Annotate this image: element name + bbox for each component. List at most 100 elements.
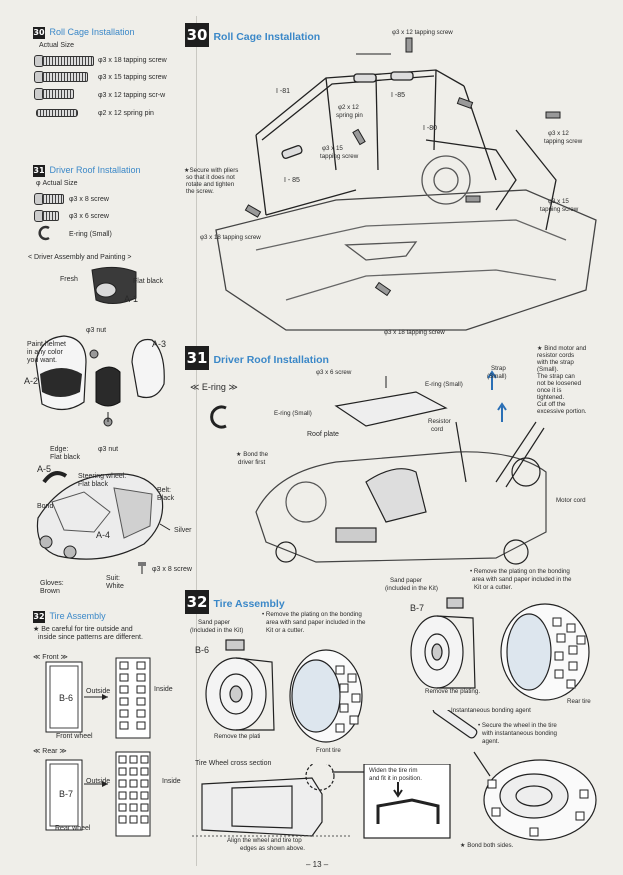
remove-note-2a: • Remove the plating on the bonding xyxy=(470,568,570,575)
spring-pin-label-2: spring pin xyxy=(336,112,363,119)
bind-note-line: The strap can xyxy=(537,373,575,380)
rear-wheel-diagram xyxy=(45,751,151,837)
part-a4-label: A-4 xyxy=(96,530,111,540)
bind-note-line: resistor cords xyxy=(537,352,575,359)
ts12-top-label: φ3 x 12 tapping screw xyxy=(392,29,453,36)
remove-note-1b: area with sand paper included in the xyxy=(266,619,366,626)
removing-label: Remove the plating. xyxy=(425,688,481,695)
paint-helmet-1: Paint helmet xyxy=(27,341,66,348)
section-title: Tire Assembly xyxy=(213,598,285,610)
roll-cage-illustration xyxy=(215,37,597,331)
ering-small-left: E-ring (Small) xyxy=(274,410,312,417)
sand2-label-2: (included in the Kit) xyxy=(385,585,438,592)
remove-note-2c: Kit or a cutter. xyxy=(474,584,513,591)
screw-8-label: φ3 x 8 screw xyxy=(152,566,192,573)
step-32-header: 32 Tire Assembly xyxy=(33,606,106,624)
sand2-label-1: Sand paper xyxy=(390,577,422,584)
resistor-label-2: cord xyxy=(431,426,444,433)
fresh-label: Fresh xyxy=(60,276,78,283)
secure-note-1: • Secure the wheel in the tire xyxy=(478,722,557,729)
steering-label-2: Flat black xyxy=(78,481,108,488)
step-number: 32 xyxy=(33,611,45,623)
rear-tire-illustration xyxy=(410,597,590,701)
step-number: 32 xyxy=(185,590,209,614)
motor-cord-label: Motor cord xyxy=(556,497,586,504)
b6-main-label: B-6 xyxy=(195,645,210,655)
spring-pin-icon xyxy=(36,109,78,117)
front-wheel-diagram xyxy=(45,657,151,739)
rear-wheel-label: Rear wheel xyxy=(55,825,91,832)
bond-both-label: ★ Bond both sides. xyxy=(460,842,514,849)
bind-note-line: excessive portion. xyxy=(537,408,587,415)
strap-label-2: (Small) xyxy=(487,373,507,380)
ts15b-1: φ3 x 15 xyxy=(548,198,569,205)
cross-section-illustration xyxy=(192,764,451,839)
driver-assembly-illustration xyxy=(35,266,171,574)
part-label: φ3 x 12 tapping scr-w xyxy=(98,92,166,99)
bind-note-line: tightened. xyxy=(537,394,565,401)
suit-label-2: White xyxy=(106,583,124,590)
ts12-right-2: tapping screw xyxy=(544,138,583,145)
step-number: 30 xyxy=(185,23,209,47)
bonding-illustration xyxy=(432,710,597,841)
bind-note: ★ Bind motor and resistor cords with the… xyxy=(537,345,587,415)
flat-black-label: Flat black xyxy=(133,278,163,285)
section-title: Driver Roof Installation xyxy=(213,354,329,366)
b6-label: B-6 xyxy=(59,693,74,703)
silver-label: Silver xyxy=(174,527,192,534)
align-note-1: Align the wheel and tire top xyxy=(227,837,302,844)
bond-driver-2: driver first xyxy=(238,459,266,466)
page-number: – 13 – xyxy=(306,860,329,869)
inside-label: Inside xyxy=(154,686,173,693)
part-a3-label: A-3 xyxy=(152,339,167,349)
ts18a-label: φ3 x 18 tapping screw xyxy=(200,234,261,241)
strap-label-1: Strap xyxy=(491,365,506,372)
steering-label-1: Steering wheel: xyxy=(78,473,127,480)
secure-note-3: agent. xyxy=(482,738,500,745)
ts15b-2: tapping screw xyxy=(540,206,579,213)
remove-note-1c: Kit or a cutter. xyxy=(266,627,305,634)
gloves-label-2: Brown xyxy=(40,588,60,595)
part-i85a: I -85 xyxy=(391,92,406,99)
remove-plati-label: Remove the plati xyxy=(214,733,261,740)
tire-note-1: ★ Be careful for tire outside and xyxy=(33,626,133,633)
actual-size-label: Actual Size xyxy=(39,42,75,49)
ts15a-1: φ3 x 15 xyxy=(322,145,343,152)
belt-label-2: Black xyxy=(157,495,175,502)
screw-6-icon xyxy=(42,211,59,221)
step-number: 31 xyxy=(185,346,209,370)
section-title: Driver Roof Installation xyxy=(49,165,141,175)
edge-label-2: Flat black xyxy=(50,454,80,461)
pliers-note-1: ★Secure with pliers xyxy=(184,167,239,174)
remove-note-2b: area with sand paper included in the xyxy=(472,576,572,583)
part-a1-label: A-1 xyxy=(124,294,139,304)
part-a2-label: A-2 xyxy=(24,376,39,386)
bond-driver-1: ★ Bond the xyxy=(236,451,269,458)
resistor-label-1: Resistor xyxy=(428,418,451,425)
step-30-main-header: 30 Roll Cage Installation xyxy=(185,23,320,47)
widen-note-2: and fit it in position. xyxy=(369,775,422,782)
part-label: φ3 x 15 tapping screw xyxy=(98,74,167,81)
agent-label: Instantaneous bonding agent xyxy=(451,707,531,714)
widen-note-1: Widen the tire rim xyxy=(369,767,418,774)
part-label: φ2 x 12 spring pin xyxy=(98,110,154,117)
cross-section-title: Tire Wheel cross section xyxy=(195,760,272,767)
pliers-note-4: the screw. xyxy=(186,188,214,195)
step-32-main-header: 32 Tire Assembly xyxy=(185,590,285,614)
part-a5-label: A-5 xyxy=(37,464,52,474)
bond-label: Bond xyxy=(37,503,54,510)
step-number: 30 xyxy=(33,27,45,39)
column-divider xyxy=(196,16,197,866)
screw6-label: φ3 x 6 screw xyxy=(316,369,352,376)
tire-note-2: inside since patterns are different. xyxy=(38,634,143,641)
part-label: E-ring (Small) xyxy=(69,231,112,238)
bind-note-line: once it is xyxy=(537,387,562,394)
roof-plate-label: Roof plate xyxy=(307,431,339,438)
part-i85b: I - 85 xyxy=(284,177,300,184)
front-tire-illustration xyxy=(205,639,363,743)
front-heading: ≪ Front ≫ xyxy=(33,654,68,661)
bind-note-line: (Small). xyxy=(537,366,559,373)
ts12-right-1: φ3 x 12 xyxy=(548,130,569,137)
rear-heading: ≪ Rear ≫ xyxy=(33,748,67,755)
inside-label-2: Inside xyxy=(162,778,181,785)
